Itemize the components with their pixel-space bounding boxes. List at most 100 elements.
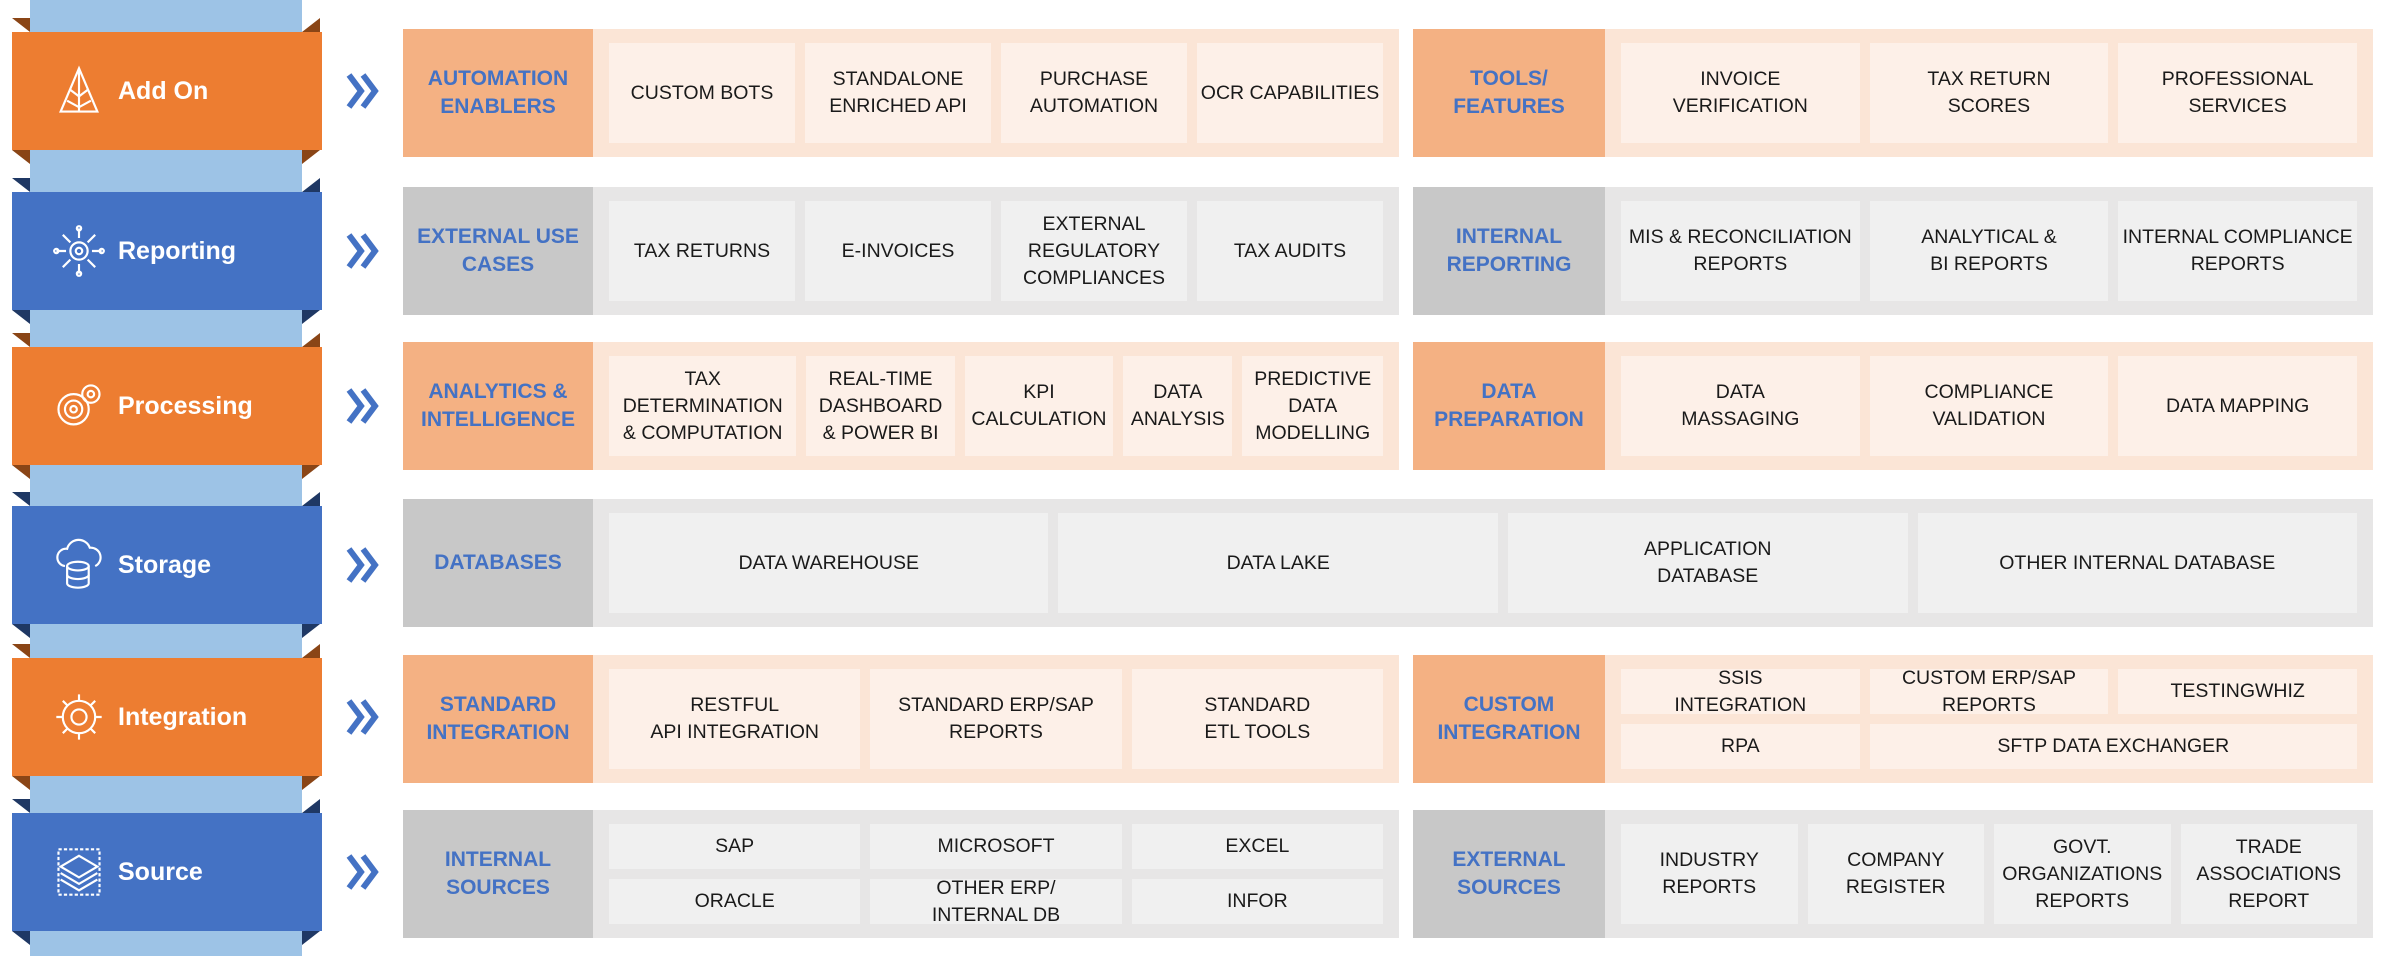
network-gear-icon [50, 222, 108, 280]
panel-item: STANDARD ERP/SAP REPORTS [870, 669, 1122, 769]
panel-item: INFOR [1131, 879, 1383, 924]
double-chevron-icon [345, 692, 381, 742]
panel-header: DATABASES [403, 499, 593, 627]
panel-item: KPI CALCULATION [964, 356, 1114, 456]
panel-item: DATA ANALYSIS [1123, 356, 1233, 456]
ribbon-fold [12, 178, 30, 192]
layer-label-processing: Processing [12, 347, 322, 465]
layer-label-add-on: Add On [12, 32, 322, 150]
panel-header: DATA PREPARATION [1413, 342, 1605, 470]
panel-item: MICROSOFT [870, 824, 1122, 869]
panel-item: EXCEL [1131, 824, 1383, 869]
ribbon-fold [302, 333, 320, 347]
panel-item: GOVT. ORGANIZATIONS REPORTS [1994, 824, 2171, 924]
panel-header: EXTERNAL USE CASES [403, 187, 593, 315]
panel-item: DATA MASSAGING [1621, 356, 1860, 456]
ribbon-fold [302, 492, 320, 506]
ribbon-fold [12, 492, 30, 506]
panel-item: DATA MAPPING [2118, 356, 2357, 456]
layer-label-integration: Integration [12, 658, 322, 776]
ribbon-fold [302, 310, 320, 324]
panel-item: EXTERNAL REGULATORY COMPLIANCES [1001, 201, 1187, 301]
panel-item: PROFESSIONAL SERVICES [2118, 43, 2357, 143]
panel-item: INTERNAL COMPLIANCE REPORTS [2118, 201, 2357, 301]
ribbon-fold [302, 644, 320, 658]
panel-item: OTHER INTERNAL DATABASE [1917, 513, 2357, 613]
gears-icon [50, 377, 108, 435]
panel-item: RPA [1621, 724, 1860, 769]
panel-item: COMPLIANCE VALIDATION [1869, 356, 2109, 456]
panel-header: STANDARD INTEGRATION [403, 655, 593, 783]
ribbon-fold [12, 776, 30, 790]
panel-item: STANDALONE ENRICHED API [805, 43, 991, 143]
layer-name: Integration [118, 702, 248, 731]
panel-item: RESTFUL API INTEGRATION [609, 669, 861, 769]
ribbon-fold [12, 644, 30, 658]
panel-item: APPLICATION DATABASE [1507, 513, 1908, 613]
panel-item: COMPANY REGISTER [1807, 824, 1984, 924]
layer-name: Processing [118, 391, 253, 420]
panel-item: MIS & RECONCILIATION REPORTS [1621, 201, 1860, 301]
panel-header: INTERNAL REPORTING [1413, 187, 1605, 315]
panel-item: TAX DETERMINATION & COMPUTATION [609, 356, 797, 456]
panel-item: TESTINGWHIZ [2118, 669, 2357, 714]
panel-item: TAX AUDITS [1197, 201, 1383, 301]
ribbon-fold [12, 931, 30, 945]
panel-item: INVOICE VERIFICATION [1621, 43, 1860, 143]
ribbon-fold [12, 18, 30, 32]
double-chevron-icon [345, 66, 381, 116]
ribbon-fold [12, 624, 30, 638]
panel-header: ANALYTICS & INTELLIGENCE [403, 342, 593, 470]
panel-header: INTERNAL SOURCES [403, 810, 593, 938]
panel-item: SSIS INTEGRATION [1621, 667, 1860, 716]
panel-item: SFTP DATA EXCHANGER [1869, 724, 2357, 769]
layer-label-source: Source [12, 813, 322, 931]
panel-header: EXTERNAL SOURCES [1413, 810, 1605, 938]
double-chevron-icon [345, 847, 381, 897]
panel-item: PREDICTIVE DATA MODELLING [1242, 356, 1383, 456]
layer-name: Storage [118, 550, 212, 579]
panel-header: TOOLS/ FEATURES [1413, 29, 1605, 157]
ribbon-fold [302, 18, 320, 32]
layer-name: Add On [118, 76, 209, 105]
panel-item: TRADE ASSOCIATIONS REPORT [2180, 824, 2357, 924]
panel-item: OTHER ERP/ INTERNAL DB [870, 877, 1122, 926]
ribbon-fold [12, 465, 30, 479]
panel-item: DATA LAKE [1058, 513, 1498, 613]
panel-item: OCR CAPABILITIES [1197, 43, 1383, 143]
panel-item: PURCHASE AUTOMATION [1001, 43, 1187, 143]
panel-header: CUSTOM INTEGRATION [1413, 655, 1605, 783]
ribbon-fold [12, 150, 30, 164]
layer-label-storage: Storage [12, 506, 322, 624]
panel-item: DATA WAREHOUSE [609, 513, 1049, 613]
panel-item: TAX RETURNS [609, 201, 795, 301]
double-chevron-icon [345, 381, 381, 431]
ribbon-fold [12, 799, 30, 813]
double-chevron-icon [345, 540, 381, 590]
panel-header: AUTOMATION ENABLERS [403, 29, 593, 157]
panel-item: TAX RETURN SCORES [1869, 43, 2109, 143]
ribbon-fold [12, 310, 30, 324]
ribbon-fold [302, 776, 320, 790]
ribbon-fold [12, 333, 30, 347]
panel-item: CUSTOM BOTS [609, 43, 795, 143]
ribbon-fold [302, 799, 320, 813]
panel-item: INDUSTRY REPORTS [1621, 824, 1798, 924]
layer-label-reporting: Reporting [12, 192, 322, 310]
panel-item: E-INVOICES [805, 201, 991, 301]
layer-name: Reporting [118, 236, 237, 265]
panel-item: REAL-TIME DASHBOARD & POWER BI [806, 356, 955, 456]
layer-name: Source [118, 857, 203, 886]
ribbon-fold [302, 150, 320, 164]
cloud-database-icon [50, 536, 108, 594]
vertical-spine [30, 0, 302, 956]
